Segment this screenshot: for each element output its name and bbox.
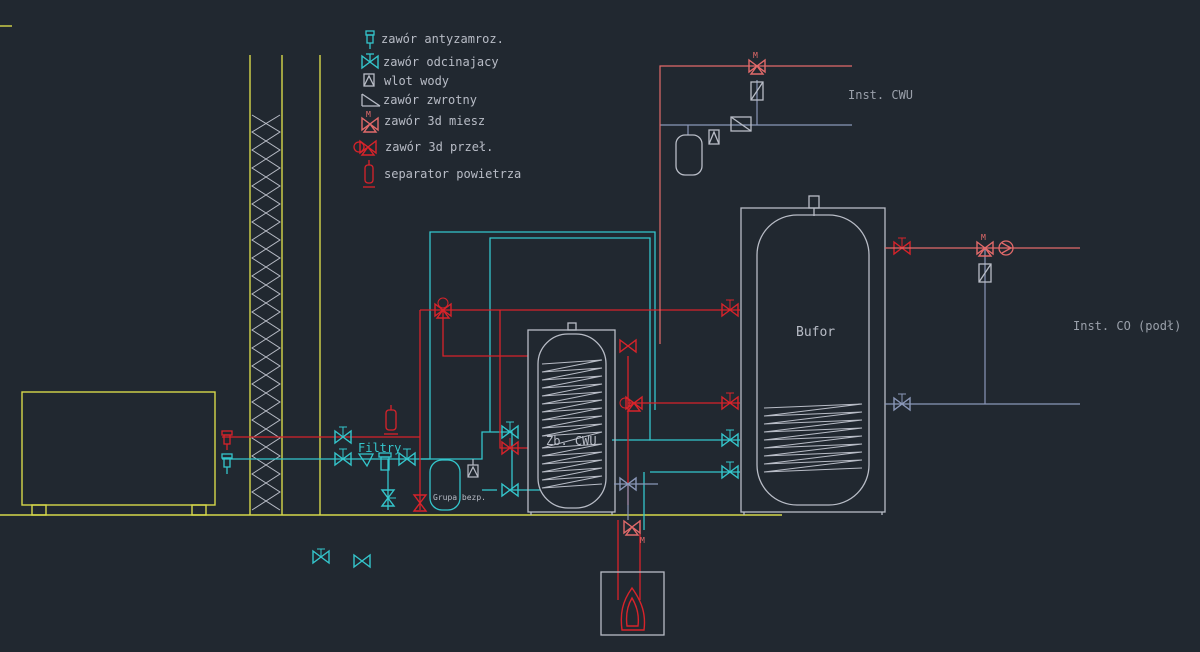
- dhw-tank-label: Zb. CWU: [546, 434, 597, 448]
- switching-valve-1: [434, 297, 452, 319]
- legend-label-mixing-valve: zawór 3d miesz: [384, 114, 485, 128]
- inst-co-label: Inst. CO (podł): [1073, 319, 1181, 333]
- mixing-valve-boiler-m: M: [640, 536, 645, 545]
- check-valve-cwu-vertical: [750, 81, 764, 101]
- antifreeze-valve-icon: [365, 30, 375, 49]
- mixing-valve-3way-icon: [361, 117, 379, 133]
- check-valve-icon: [361, 93, 381, 107]
- water-inlet-icon: [363, 73, 375, 87]
- boiler: [600, 571, 665, 636]
- shutoff-valve-red: [334, 426, 352, 444]
- shutoff-valve-icon: [361, 53, 379, 69]
- legend-label-air-separator: separator powietrza: [384, 167, 521, 181]
- circulation-pump-co: [998, 240, 1014, 256]
- flame-icon: [620, 586, 646, 631]
- wall-insulation: [251, 114, 281, 511]
- red-dhw-line: [659, 65, 1080, 344]
- antifreeze-valve-red: [221, 430, 233, 450]
- red-piping: [222, 309, 740, 600]
- dhw-tank: [527, 322, 616, 515]
- legend-label-antifreeze: zawór antyzamroz.: [381, 32, 504, 46]
- expansion-vessel-cwu: [675, 129, 720, 176]
- buffer-label: Bufor: [796, 325, 835, 340]
- legend-label-shutoff: zawór odcinajacy: [383, 55, 499, 69]
- buffer-tank: [740, 195, 886, 515]
- switching-valve-3way-icon: [353, 140, 377, 156]
- legend-label-water-inlet: wlot wody: [384, 74, 449, 88]
- filters-label: Filtry: [358, 441, 401, 455]
- valve-cluster-cyan: [312, 421, 739, 568]
- heat-pump-outdoor-unit: [21, 391, 216, 516]
- air-separator: [384, 405, 398, 435]
- antifreeze-valve-cyan: [221, 453, 233, 474]
- cyan-piping: [222, 231, 740, 530]
- legend: zawór antyzamroz. zawór odcinajacy wlot …: [353, 30, 521, 188]
- valve-cluster-red: [413, 237, 911, 512]
- air-separator-icon: [363, 160, 375, 188]
- legend-mixing-valve-m: M: [366, 110, 371, 119]
- mixing-valve-boiler: [623, 520, 641, 536]
- safety-group-label: Grupa bezp.: [433, 493, 486, 502]
- water-inlet: [467, 459, 479, 478]
- check-valve-cwu: [730, 116, 752, 132]
- mixing-valve-co-m: M: [981, 233, 986, 242]
- dhw-tank-coil: [541, 359, 603, 489]
- mixing-valve-cwu: [748, 59, 766, 75]
- inst-cwu-label: Inst. CWU: [848, 88, 913, 102]
- legend-label-switching-valve: zawór 3d przeł.: [385, 140, 493, 154]
- buffer-coil: [763, 403, 863, 473]
- blue-gray-piping: [614, 80, 1080, 520]
- wall: [249, 55, 321, 515]
- filter-group: [357, 452, 392, 471]
- safety-group-vessel: [429, 459, 461, 511]
- mixing-valve-cwu-m: M: [753, 51, 758, 60]
- legend-label-check-valve: zawór zwrotny: [383, 93, 477, 107]
- check-valve-co: [978, 263, 992, 283]
- valve-co-return: [893, 393, 911, 411]
- switching-valve-2: [619, 396, 643, 412]
